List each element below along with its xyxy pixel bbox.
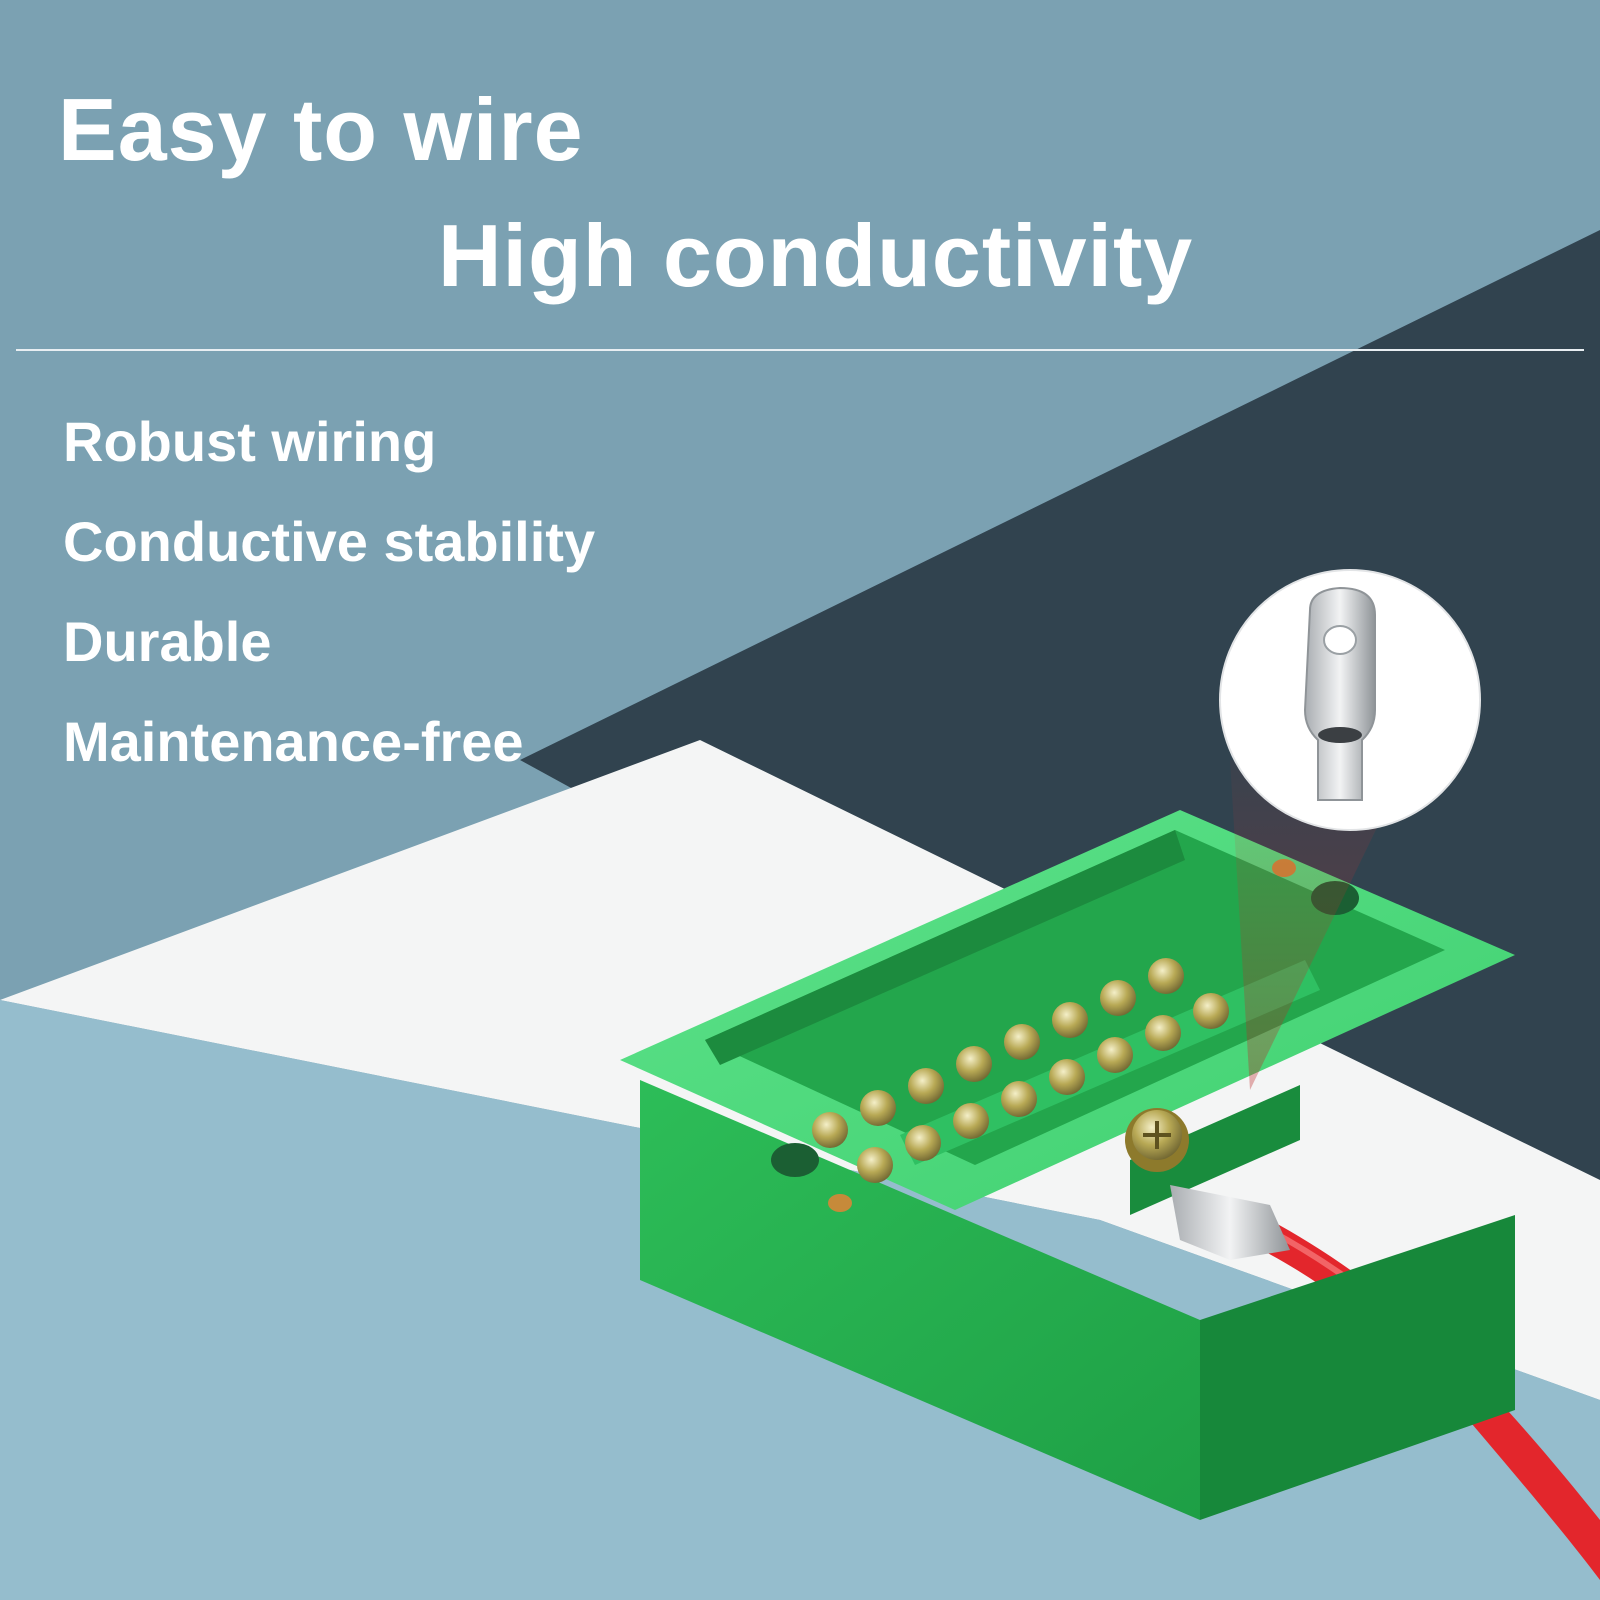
divider-line — [16, 349, 1584, 351]
feature-item-durable: Durable — [63, 610, 272, 673]
green-terminal-block-icon — [620, 810, 1515, 1520]
feature-item-robust-wiring: Robust wiring — [63, 410, 437, 473]
feature-item-conductive-stability: Conductive stability — [63, 510, 596, 573]
headline-easy-to-wire: Easy to wire — [58, 80, 584, 179]
cable-lug-icon — [1219, 569, 1481, 831]
feature-item-maintenance-free: Maintenance-free — [63, 710, 524, 773]
headline-high-conductivity: High conductivity — [438, 206, 1194, 305]
feature-list: Robust wiring Conductive stability Durab… — [63, 392, 595, 792]
terminal-screws — [812, 958, 1229, 1183]
zoom-cone — [1230, 760, 1400, 1090]
